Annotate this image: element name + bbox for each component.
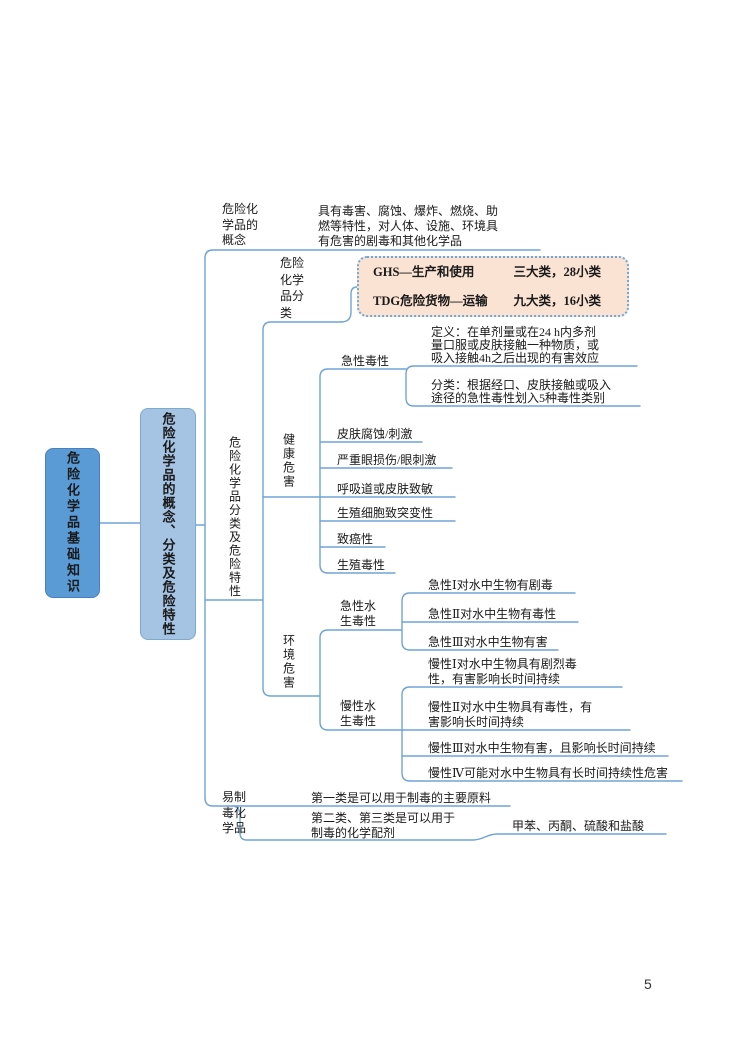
concept-label: 危险化 学品的 概念 xyxy=(222,202,259,247)
acute-aquatic-item-2: 急性Ⅱ对水中生物有毒性 xyxy=(428,607,557,621)
ghs-row-label: GHS—生产和使用 xyxy=(373,265,475,279)
tdg-row-label: TDG危险货物—运输 xyxy=(373,294,488,308)
chronic-aquatic-item-1: 慢性Ⅰ对水中生物具有剧烈毒 性，有害影响长时间持续 xyxy=(428,657,577,686)
root-node: 危险化学品基础知识 xyxy=(45,448,100,598)
precursor-label: 易制 毒化 学品 xyxy=(222,790,247,835)
acute-aquatic-label: 急性水 生毒性 xyxy=(340,599,377,628)
health-item-reproductive: 生殖毒性 xyxy=(337,558,386,572)
acute-toxicity-classification: 分类：根据经口、皮肤接触或吸入 途径的急性毒性划入5种毒性类别 xyxy=(431,378,612,405)
chronic-aquatic-label: 慢性水 生毒性 xyxy=(340,699,377,728)
health-item-germ-cell: 生殖细胞致突变性 xyxy=(337,506,434,520)
classification-label: 危险 化学 品分 类 xyxy=(280,256,305,320)
acute-toxicity-definition: 定义：在单剂量或在24 h内多剂 量口服或皮肤接触一种物质，或 吸入接触4h之后… xyxy=(431,325,600,365)
acute-aquatic-item-3: 急性Ⅲ对水中生物有害 xyxy=(428,635,548,649)
chronic-aquatic-item-3: 慢性Ⅲ对水中生物有害，且影响长时间持续 xyxy=(428,741,656,755)
tdg-row-value: 九大类，16小类 xyxy=(513,294,601,308)
precursor-examples: 甲苯、丙酮、硫酸和盐酸 xyxy=(512,819,645,833)
precursor-class1: 第一类是可以用于制毒的主要原料 xyxy=(311,791,492,805)
precursor-class23: 第二类、第三类是可以用于 制毒的化学配剂 xyxy=(311,811,456,840)
class-traits-label: 危险化学品分类及危险特性 xyxy=(227,436,242,598)
environment-hazard-label: 环境危害 xyxy=(281,634,296,690)
concept-description: 具有毒害、腐蚀、爆炸、燃烧、助 燃等特性，对人体、设施、环境具 有危害的剧毒和其… xyxy=(318,204,499,248)
health-item-eye: 严重眼损伤/眼刺激 xyxy=(337,453,437,467)
acute-toxicity-label: 急性毒性 xyxy=(341,354,390,368)
health-item-respiratory: 呼吸道或皮肤致敏 xyxy=(337,482,434,496)
ghs-tdg-box: GHS—生产和使用 三大类，28小类 TDG危险货物—运输 九大类，16小类 xyxy=(357,256,629,317)
page-number: 5 xyxy=(644,976,652,992)
health-item-carcinogenic: 致癌性 xyxy=(337,532,374,546)
health-item-skin: 皮肤腐蚀/刺激 xyxy=(337,427,413,441)
health-hazard-label: 健康危害 xyxy=(281,433,296,489)
tdg-row: TDG危险货物—运输 九大类，16小类 xyxy=(359,293,627,309)
chronic-aquatic-item-2: 慢性Ⅱ对水中生物具有毒性，有 害影响长时间持续 xyxy=(428,700,593,729)
ghs-row: GHS—生产和使用 三大类，28小类 xyxy=(359,264,627,280)
level2-node: 危险化学品的概念、分类及危险特性 xyxy=(140,408,196,640)
acute-aquatic-item-1: 急性Ⅰ对水中生物有剧毒 xyxy=(428,578,553,592)
chronic-aquatic-item-4: 慢性Ⅳ可能对水中生物具有长时间持续性危害 xyxy=(428,766,668,780)
ghs-row-value: 三大类，28小类 xyxy=(513,265,601,279)
